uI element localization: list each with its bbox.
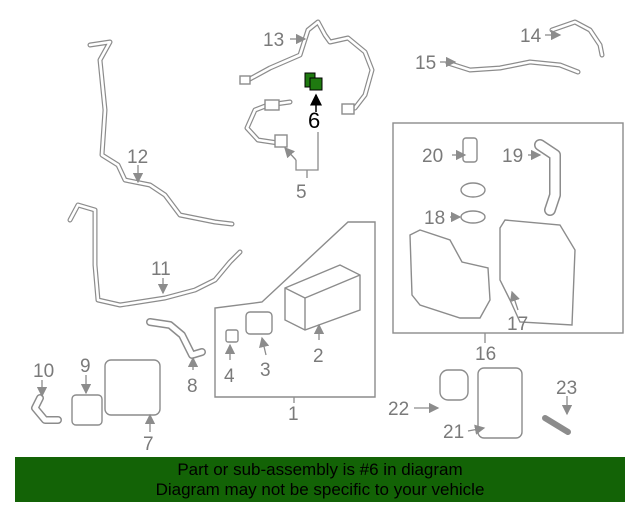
part-17-gasket[interactable] (499, 219, 576, 326)
part-15-hose[interactable] (445, 59, 581, 75)
part-7-valve[interactable] (104, 359, 161, 416)
part-9-bracket[interactable] (71, 394, 103, 426)
part-10-hose[interactable] (31, 394, 62, 424)
callout-2: 2 (313, 346, 324, 367)
group-box-16 (392, 122, 624, 334)
callout-13: 13 (263, 30, 284, 51)
callout-11: 11 (151, 259, 171, 280)
callout-14: 14 (520, 26, 542, 47)
callout-17: 17 (507, 314, 528, 335)
part-20-fitting[interactable] (462, 137, 478, 163)
part-3-valve[interactable] (245, 311, 273, 335)
callouts: 13 5 14 15 12 11 20 19 18 17 16 2 3 4 1 … (33, 26, 577, 455)
banner-line-part: Part or sub-assembly is #6 in diagram (177, 460, 463, 479)
part-18-cap[interactable] (460, 182, 486, 198)
part-8-hose[interactable] (146, 318, 206, 359)
part-14-hose[interactable] (549, 19, 605, 58)
part-19-hose[interactable] (534, 139, 561, 216)
part-13-vapor-tube[interactable] (239, 19, 375, 115)
callout-19: 19 (502, 146, 523, 167)
banner-line-disclaimer: Diagram may not be specific to your vehi… (155, 480, 485, 499)
part-22-gasket[interactable] (439, 369, 469, 401)
callout-5: 5 (296, 182, 307, 203)
part-21-egr-valve[interactable] (477, 367, 523, 439)
part-23-bolt[interactable] (542, 415, 571, 435)
part-18-seal[interactable] (460, 210, 486, 224)
part-6-highlighted[interactable] (304, 72, 323, 91)
part-12-tube[interactable] (87, 39, 235, 227)
callout-18: 18 (424, 208, 445, 229)
callout-9: 9 (80, 356, 91, 377)
callout-3: 3 (260, 360, 271, 381)
callout-21: 21 (443, 422, 464, 443)
part-2-canister[interactable] (284, 264, 361, 331)
callout-20: 20 (422, 146, 443, 167)
callout-10: 10 (33, 361, 54, 382)
part-11-tube[interactable] (67, 202, 243, 308)
callout-22: 22 (388, 399, 409, 420)
callout-12: 12 (127, 147, 148, 168)
parts-diagram: 6 (31, 19, 624, 455)
part-16-reservoir[interactable] (409, 229, 491, 319)
callout-7: 7 (143, 434, 154, 455)
part-5-vapor-tube[interactable] (244, 99, 293, 148)
callout-1: 1 (288, 404, 299, 425)
callout-8: 8 (187, 376, 198, 397)
leader-5 (295, 132, 319, 178)
callout-15: 15 (415, 53, 436, 74)
group-box-1 (214, 221, 376, 398)
callout-4: 4 (224, 366, 235, 387)
info-banner: Part or sub-assembly is #6 in diagram Di… (15, 457, 625, 502)
callout-16: 16 (475, 344, 496, 365)
callout-23: 23 (556, 378, 577, 399)
part-4-fitting[interactable] (225, 329, 239, 343)
callout-6: 6 (308, 108, 320, 133)
